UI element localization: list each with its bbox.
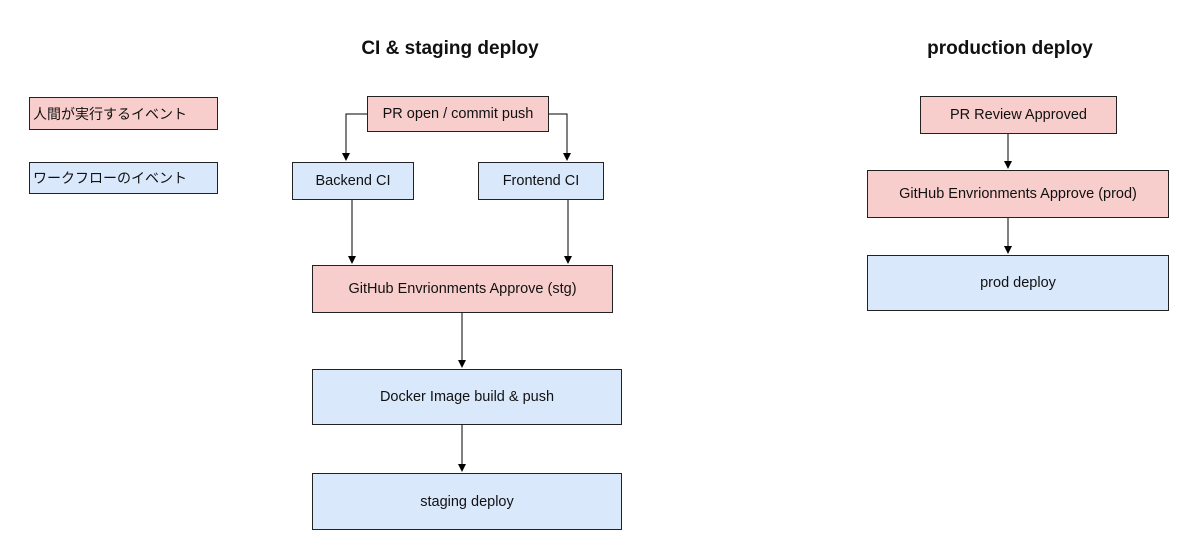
node-pr-review: PR Review Approved [920,96,1117,134]
node-prod-deploy: prod deploy [867,255,1169,311]
edge-pr-open-to-frontend-ci [549,113,571,161]
node-approve-stg: GitHub Envrionments Approve (stg) [312,265,613,313]
legend-human-event: 人間が実行するイベント [29,97,218,130]
node-frontend-ci: Frontend CI [478,162,604,200]
node-pr-open: PR open / commit push [367,96,549,132]
node-approve-prod: GitHub Envrionments Approve (prod) [867,170,1169,218]
staging-title: CI & staging deploy [361,38,539,59]
legend-workflow-event: ワークフローのイベント [29,162,218,194]
production-title: production deploy [927,38,1093,59]
node-staging-deploy: staging deploy [312,473,622,530]
node-backend-ci: Backend CI [292,162,414,200]
edge-pr-open-to-backend-ci [342,113,367,161]
node-docker-build: Docker Image build & push [312,369,622,425]
